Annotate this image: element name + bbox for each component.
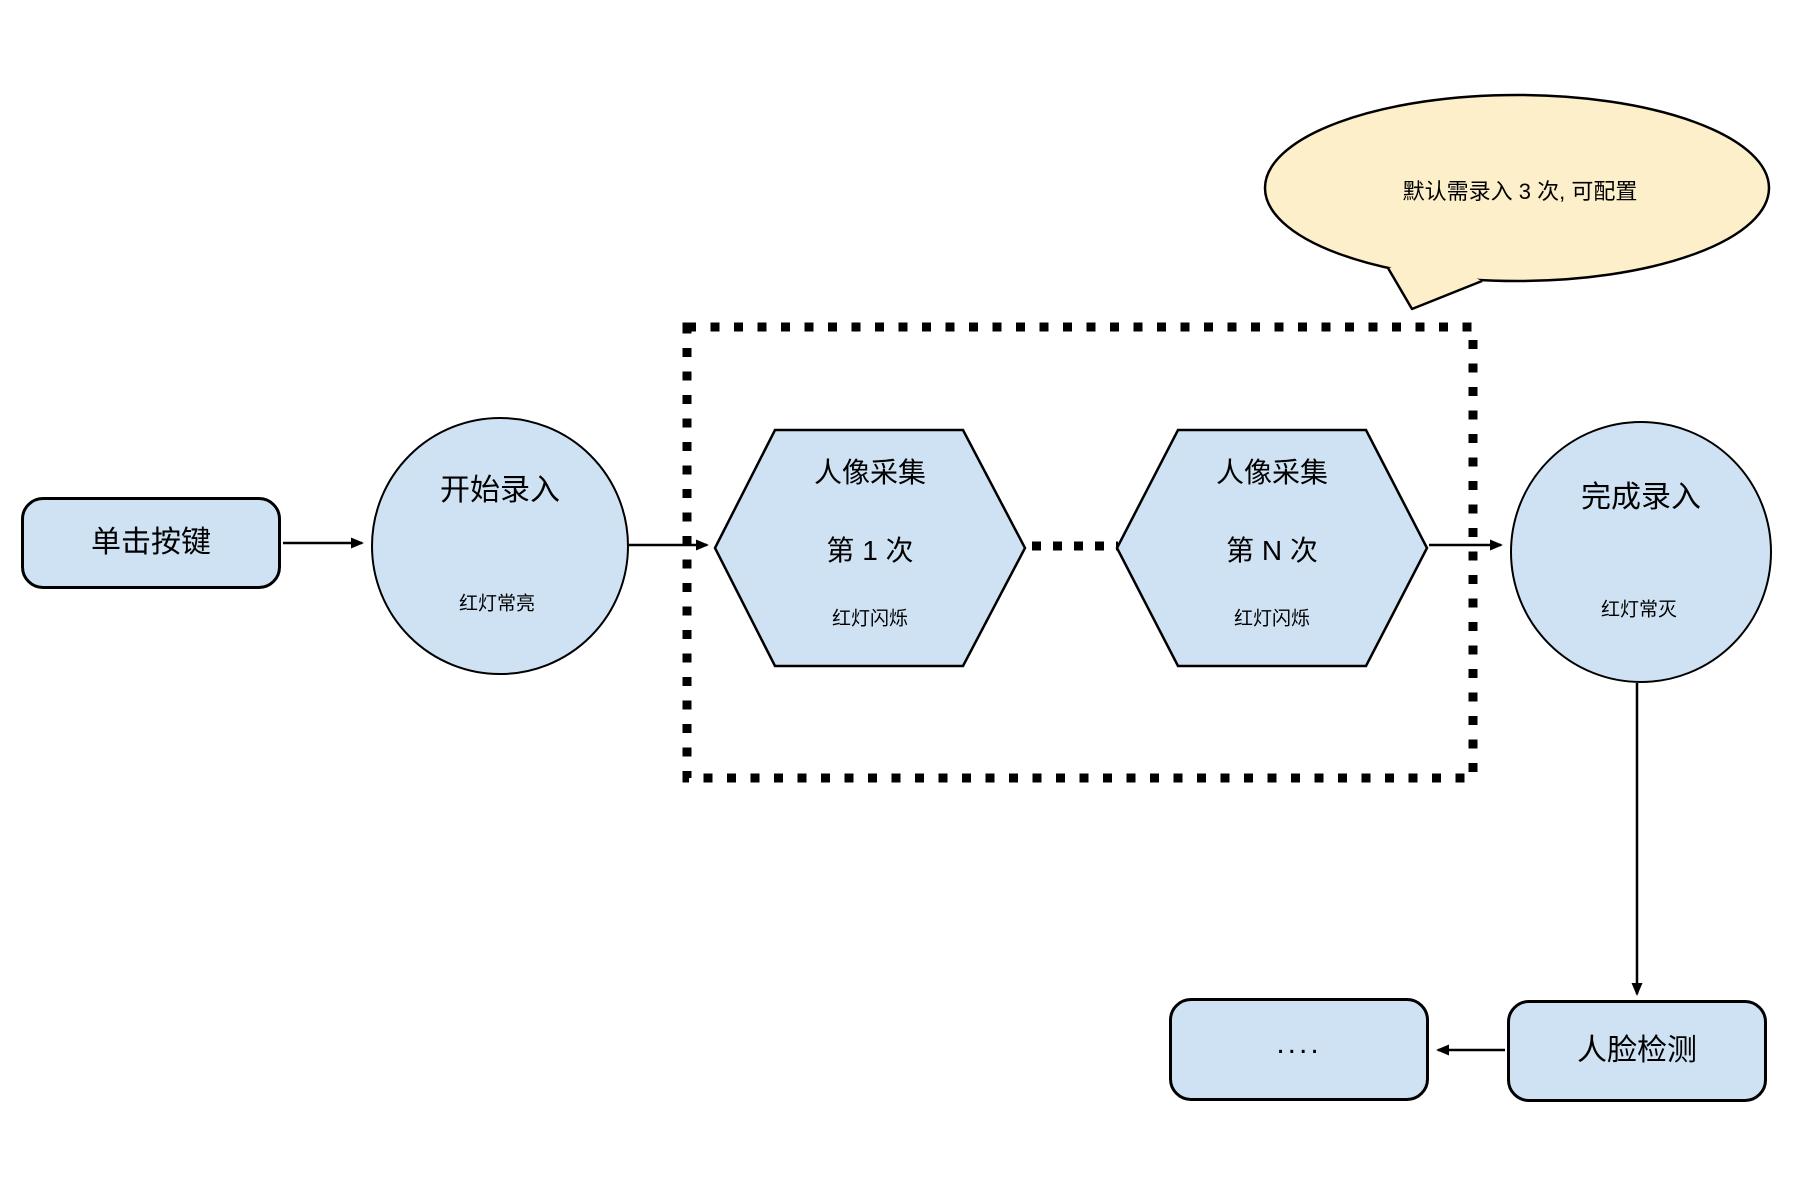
- callout-bubble: [1263, 93, 1771, 311]
- capture-n-hexagon: [1115, 428, 1429, 668]
- node-etc: [1169, 998, 1429, 1101]
- capture-n-title: 人像采集: [1215, 457, 1329, 489]
- capture-1-hexagon: [713, 428, 1027, 668]
- start-title: 开始录入: [440, 474, 560, 507]
- node-click-button: [21, 497, 281, 589]
- repeat-group-dotted-border: [682, 322, 1478, 783]
- finish-title: 完成录入: [1581, 481, 1701, 514]
- finish-status: 红灯常灭: [1600, 599, 1678, 621]
- capture-n-status: 红灯闪烁: [1233, 608, 1311, 630]
- node-face-detect: [1507, 1000, 1767, 1102]
- face-detect-label: 人脸检测: [1577, 1034, 1697, 1067]
- capture-n-times: 第 N 次: [1226, 535, 1318, 567]
- callout-text: 默认需录入 3 次, 可配置: [1402, 178, 1638, 204]
- capture-1-times: 第 1 次: [826, 535, 914, 567]
- node-finish-circle: [1510, 421, 1772, 683]
- click-button-label: 单击按键: [91, 526, 211, 559]
- capture-1-title: 人像采集: [813, 457, 927, 489]
- node-start-circle: [371, 417, 629, 675]
- start-status: 红灯常亮: [458, 593, 536, 615]
- capture-1-status: 红灯闪烁: [831, 608, 909, 630]
- etc-label: ....: [1276, 1027, 1322, 1060]
